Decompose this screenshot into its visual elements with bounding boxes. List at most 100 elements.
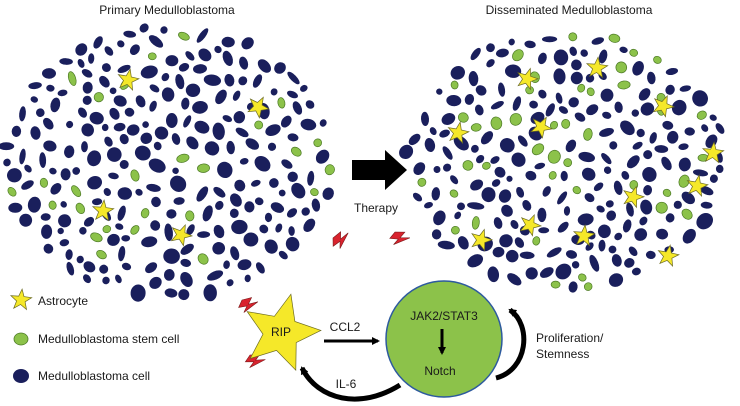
tumor-cell xyxy=(495,48,509,58)
tumor-cell xyxy=(243,232,259,247)
tumor-cell xyxy=(58,214,72,228)
tumor-cell xyxy=(443,163,452,172)
tumor-cell xyxy=(450,175,459,185)
tumor-cell xyxy=(601,153,612,165)
tumor-cell xyxy=(631,109,639,117)
stem-cell xyxy=(547,149,561,164)
tumor-cell xyxy=(64,145,75,159)
tumor-cell xyxy=(454,211,462,220)
tumor-cell xyxy=(626,202,634,217)
tumor-cell xyxy=(542,36,558,43)
tumor-cell xyxy=(278,189,286,197)
tumor-cell xyxy=(505,64,522,78)
tumor-cell xyxy=(624,258,635,268)
tumor-cell xyxy=(281,159,293,169)
tumor-cell xyxy=(431,187,441,201)
tumor-cell xyxy=(529,100,538,109)
tumor-cell xyxy=(92,198,103,206)
stem-cell xyxy=(549,120,559,130)
tumor-cell xyxy=(244,274,251,283)
tumor-cell xyxy=(568,281,578,293)
tumor-cell xyxy=(148,158,166,173)
stem-cell xyxy=(93,92,104,103)
tumor-cell xyxy=(632,141,643,150)
tumor-cell xyxy=(222,50,233,66)
tumor-cell xyxy=(154,126,169,140)
lightning-icon xyxy=(389,231,411,245)
tumor-cell xyxy=(441,113,456,125)
tumor-cell xyxy=(491,179,501,187)
astrocyte-star-icon xyxy=(652,94,676,118)
tumor-cell xyxy=(280,115,292,128)
stem-cell xyxy=(449,189,459,198)
tumor-cell xyxy=(82,95,92,105)
stem-cell xyxy=(462,160,474,171)
disseminated-title: Disseminated Medulloblastoma xyxy=(486,3,653,17)
tumor-cell xyxy=(134,145,151,161)
tumor-cell xyxy=(287,71,300,85)
tumor-cell xyxy=(149,100,157,112)
tumor-cell xyxy=(609,141,618,150)
tumor-cell xyxy=(715,164,724,173)
tumor-cell xyxy=(525,267,538,280)
tumor-cell xyxy=(230,246,240,261)
tumor-cell xyxy=(233,111,246,124)
stem-cell xyxy=(313,138,322,148)
stem-cell xyxy=(185,210,195,222)
astrocyte-star-icon xyxy=(686,174,709,197)
tumor-cell xyxy=(638,88,651,101)
stem-cell xyxy=(451,225,460,235)
tumor-cell xyxy=(470,47,481,61)
tumor-cell xyxy=(212,242,226,255)
legend: Astrocyte Medulloblastoma stem cell Medu… xyxy=(9,288,179,383)
tumor-cell xyxy=(164,223,173,242)
astrocyte-star-icon xyxy=(657,244,680,267)
tumor-cell xyxy=(259,224,269,234)
tumor-cell xyxy=(19,106,26,122)
tumor-cell xyxy=(254,197,264,206)
tumor-cell xyxy=(30,96,39,103)
tumor-cell xyxy=(238,76,248,86)
rip-astrocyte-star-icon xyxy=(246,293,322,372)
tumor-cell xyxy=(28,82,42,90)
astrocyte-star-icon xyxy=(447,121,470,144)
tumor-cell xyxy=(558,106,569,114)
tumor-cell xyxy=(239,56,249,70)
tumor-cell xyxy=(322,187,334,200)
astrocyte-star-icon xyxy=(701,141,725,164)
tumor-cell xyxy=(665,84,675,95)
tumor-cell xyxy=(600,88,614,102)
tumor-cell xyxy=(221,36,235,48)
tumor-cell xyxy=(164,288,178,298)
tumor-cell xyxy=(180,272,193,287)
legend-stem-cell-label: Medulloblastoma stem cell xyxy=(38,332,179,346)
tumor-cell xyxy=(537,52,547,65)
tumor-cell xyxy=(319,119,327,127)
tumor-cell xyxy=(510,220,519,229)
tumor-cell xyxy=(457,202,465,211)
tumor-cell xyxy=(490,156,500,164)
tumor-cell xyxy=(76,255,84,264)
tumor-cell xyxy=(553,49,569,66)
tumor-cell xyxy=(511,152,526,167)
tumor-cell xyxy=(311,198,321,212)
tumor-cell xyxy=(278,250,288,260)
tumor-cell xyxy=(480,131,494,145)
tumor-cell xyxy=(203,74,222,86)
tumor-cell xyxy=(172,167,179,175)
tumor-cell xyxy=(499,234,513,248)
tumor-cell xyxy=(193,64,207,74)
tumor-cell xyxy=(613,180,623,195)
tumor-cell xyxy=(585,242,594,251)
tumor-cell xyxy=(498,82,506,97)
tumor-cell xyxy=(571,59,582,71)
tumor-cell xyxy=(468,71,479,87)
legend-cell-icon xyxy=(13,369,29,383)
tumor-cell xyxy=(439,129,450,138)
tumor-cell xyxy=(436,88,443,95)
tumor-cell xyxy=(555,263,572,280)
tumor-cell xyxy=(89,111,104,125)
stem-cell xyxy=(178,31,190,41)
proliferation-loop-arrow xyxy=(495,307,527,381)
tumor-cell xyxy=(254,156,271,172)
